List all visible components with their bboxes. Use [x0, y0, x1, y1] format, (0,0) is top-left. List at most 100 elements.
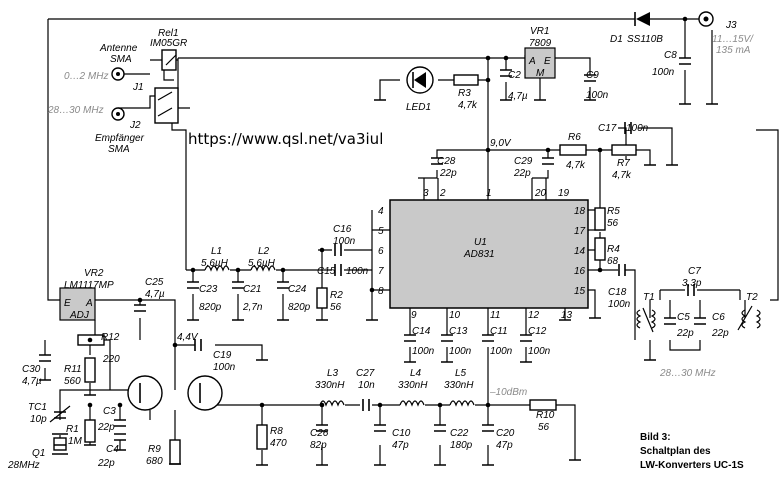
c18-value: 100n — [608, 299, 631, 310]
j1-label: J1 — [132, 82, 144, 93]
cap-c21-symbol — [232, 281, 244, 289]
receiver-freq: 28…30 MHz — [47, 105, 104, 116]
r4-value: 68 — [607, 256, 619, 267]
r11-value: 560 — [64, 376, 81, 387]
u1-label: U1 — [474, 237, 487, 248]
u1-type: AD831 — [463, 249, 495, 260]
c25-value: 4,7µ — [145, 289, 165, 300]
cap-c7-symbol — [687, 284, 695, 296]
r11-label: R11 — [64, 364, 82, 375]
j3-current: 135 mA — [716, 45, 751, 56]
pin-13: 13 — [561, 310, 573, 321]
pin-1: 1 — [486, 188, 492, 199]
cap-c18-symbol — [618, 264, 626, 276]
c4-label: C4 — [106, 444, 119, 455]
c20-label: C20 — [496, 428, 515, 439]
inductor-l4-symbol — [399, 400, 425, 407]
pin-19: 19 — [558, 188, 570, 199]
r6-label: R6 — [568, 132, 581, 143]
c12-label: C12 — [528, 326, 547, 337]
c21-value: 2,7n — [242, 302, 263, 313]
t2-label: T2 — [746, 292, 758, 303]
c6-value: 22p — [711, 328, 729, 339]
c2-value: 4,7µ — [508, 91, 528, 102]
c24-value: 820p — [288, 302, 311, 313]
d1-type: SS110B — [627, 34, 663, 45]
pin-14: 14 — [574, 246, 586, 257]
resistor-r10-symbol — [529, 399, 557, 411]
l3-label: L3 — [327, 368, 339, 379]
caption-line-2: Schaltplan des — [640, 446, 711, 457]
r2-value: 56 — [330, 302, 342, 313]
tc1-label: TC1 — [28, 402, 47, 413]
vr2-pin-a: A — [85, 298, 93, 309]
c26-value: 82p — [310, 440, 327, 451]
ic-u1-symbol — [389, 199, 589, 309]
resistor-r4-symbol — [594, 237, 606, 261]
pin-16: 16 — [574, 266, 586, 277]
pin-20: 20 — [534, 188, 547, 199]
vr2-pin-e: E — [64, 298, 71, 309]
cap-c17-symbol — [624, 122, 632, 134]
c2-label: C2 — [508, 70, 521, 81]
c23-label: C23 — [199, 284, 218, 295]
cap-c5-symbol — [664, 317, 676, 325]
pin-15: 15 — [574, 286, 586, 297]
r8-value: 470 — [270, 438, 287, 449]
antenna-label: Antenne — [99, 43, 138, 54]
junction-dots — [87, 16, 688, 408]
c16-label: C16 — [333, 224, 352, 235]
receiver-sma: SMA — [108, 144, 130, 155]
c11-label: C11 — [490, 326, 508, 337]
r9-value: 680 — [146, 456, 163, 467]
l2-value: 5,6µH — [248, 258, 276, 269]
cap-c20-symbol — [482, 424, 494, 432]
cap-c3-symbol — [114, 419, 126, 427]
pin-10: 10 — [449, 310, 461, 321]
r8-label: R8 — [270, 426, 283, 437]
pin-2: 2 — [439, 188, 446, 199]
transistor-1-symbol — [127, 375, 163, 411]
r1-value: 1M — [68, 436, 83, 447]
cap-c30-symbol — [39, 354, 51, 362]
r12-label: R12 — [101, 332, 120, 343]
resistor-r8-symbol — [256, 424, 268, 450]
cap-c13-symbol — [441, 334, 453, 342]
c12-value: 100n — [528, 346, 551, 357]
c10-value: 47p — [392, 440, 409, 451]
cap-c29-symbol — [542, 157, 554, 165]
trimmer-tc1-symbol — [49, 405, 71, 423]
crystal-q1-symbol — [52, 433, 68, 455]
c14-value: 100n — [412, 346, 435, 357]
cap-c2-symbol — [500, 69, 512, 77]
r9-label: R9 — [148, 444, 161, 455]
cap-c14-symbol — [404, 334, 416, 342]
l4-label: L4 — [410, 368, 422, 379]
led1-symbol — [406, 66, 434, 94]
r4-label: R4 — [607, 244, 620, 255]
resistor-r9-symbol — [169, 439, 181, 465]
l1-value: 5,6µH — [201, 258, 229, 269]
caption-line-3: LW-Konverters UC-1S — [640, 460, 744, 471]
vr1-pin-e: E — [544, 56, 551, 67]
c13-label: C13 — [449, 326, 468, 337]
resistor-r6-symbol — [559, 144, 587, 156]
url-watermark: https://www.qsl.net/va3iul — [188, 130, 383, 148]
c5-value: 22p — [676, 328, 694, 339]
c30-value: 4,7µ — [22, 376, 42, 387]
transistor-2-symbol — [187, 375, 223, 411]
vr2-label: VR2 — [84, 268, 104, 279]
pin-17: 17 — [574, 226, 586, 237]
c3-value: 22p — [97, 422, 115, 433]
c29-value: 22p — [513, 168, 531, 179]
c10-label: C10 — [392, 428, 411, 439]
c30-label: C30 — [22, 364, 41, 375]
vr1-label: VR1 — [530, 26, 549, 37]
vr2-type: LM1117MP — [64, 280, 114, 291]
c20-value: 47p — [496, 440, 513, 451]
transformer-t2-symbol — [737, 305, 761, 331]
rel1-label: Rel1 — [158, 28, 179, 39]
r2-label: R2 — [330, 290, 343, 301]
